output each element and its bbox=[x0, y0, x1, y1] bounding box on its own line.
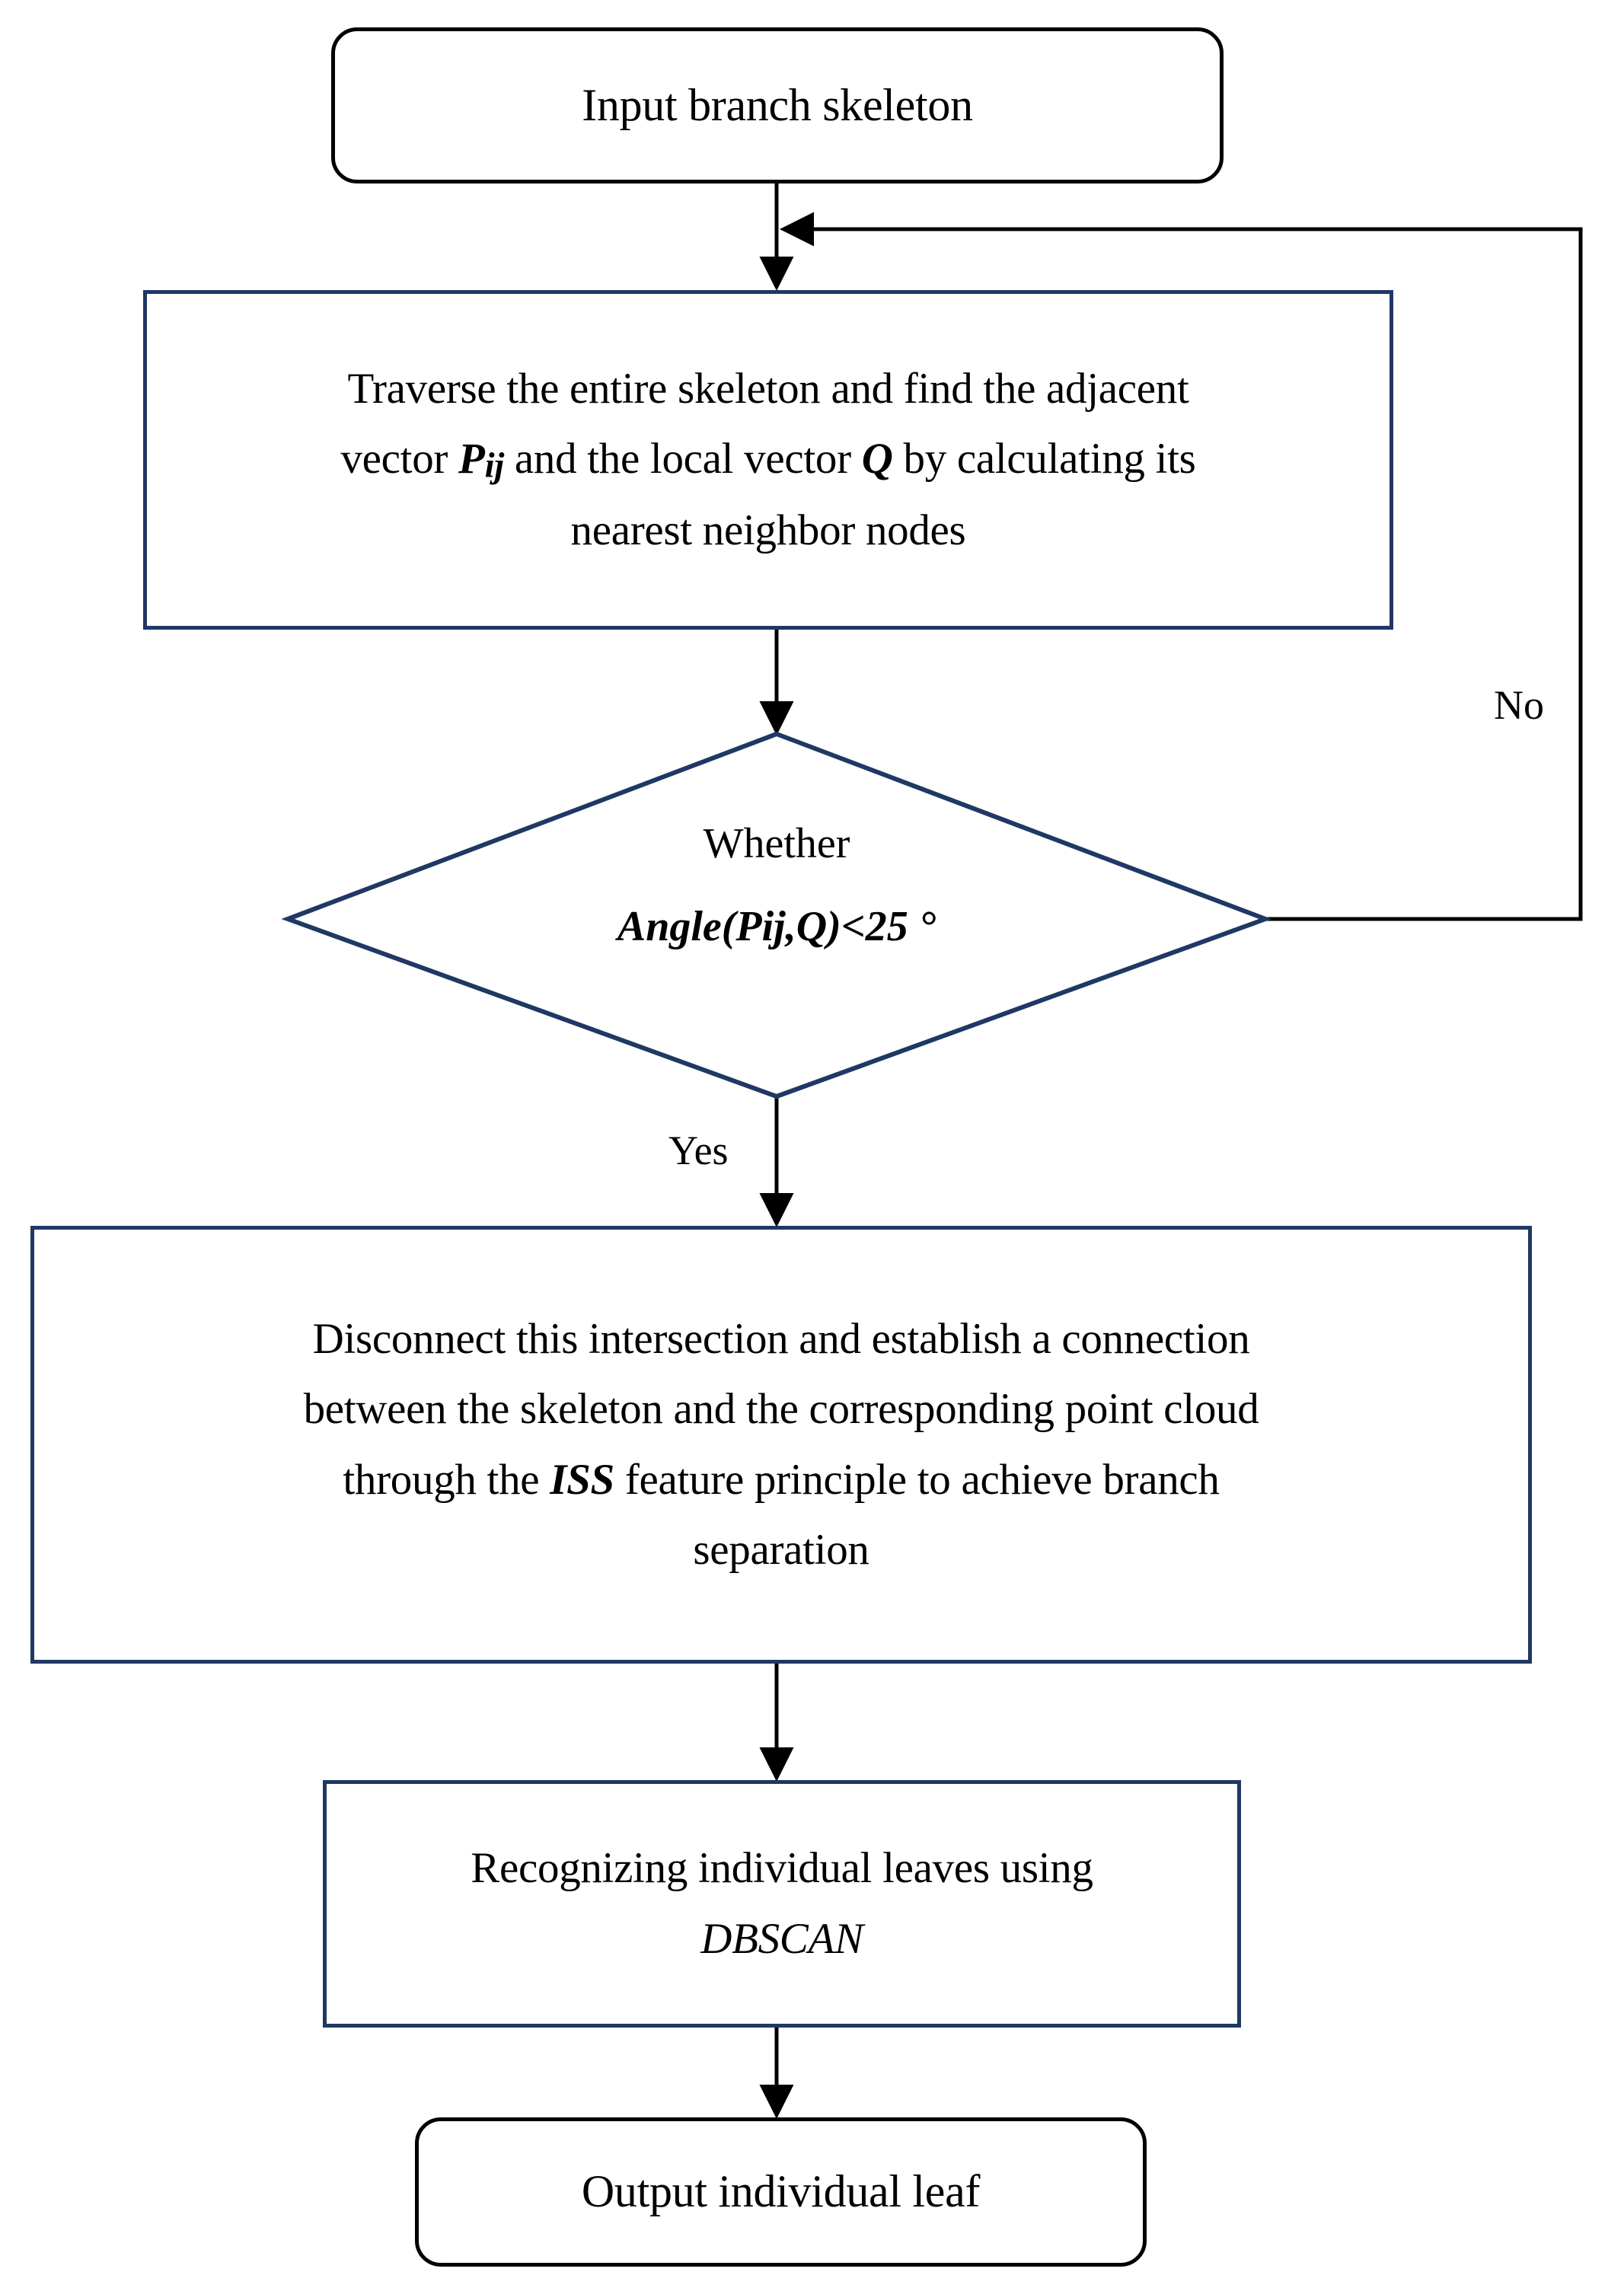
traverse-symbol-p: P bbox=[458, 435, 485, 483]
node-output-individual-leaf[interactable]: Output individual leaf bbox=[415, 2117, 1147, 2267]
traverse-line-1: Traverse the entire skeleton and find th… bbox=[347, 365, 1189, 413]
decision-label-line-1: Whether bbox=[703, 820, 850, 867]
node-decision-whether-angle[interactable]: Whether Angle(Pij,Q)<25 ° bbox=[396, 818, 1157, 952]
node-output-label: Output individual leaf bbox=[581, 2166, 981, 2217]
node-input-label: Input branch skeleton bbox=[582, 79, 973, 130]
traverse-line-2-c: by calculating its bbox=[892, 435, 1196, 483]
traverse-line-2-a: vector bbox=[340, 435, 459, 483]
dbscan-line-1: Recognizing individual leaves using bbox=[471, 1844, 1093, 1893]
node-recognize-dbscan[interactable]: Recognizing individual leaves using DBSC… bbox=[323, 1780, 1241, 2028]
decision-diamond-shape bbox=[281, 731, 1272, 1099]
dbscan-symbol: DBSCAN bbox=[700, 1914, 863, 1963]
traverse-symbol-p-subscript: ij bbox=[484, 445, 505, 486]
edge-label-no: No bbox=[1494, 682, 1544, 728]
node-traverse-label: Traverse the entire skeleton and find th… bbox=[319, 354, 1217, 566]
node-dbscan-label: Recognizing individual leaves using DBSC… bbox=[449, 1833, 1114, 1974]
connector-decision-no-feedback bbox=[780, 212, 1583, 921]
disconnect-line-3-a: through the bbox=[343, 1455, 550, 1504]
node-disconnect-label: Disconnect this intersection and establi… bbox=[282, 1304, 1281, 1585]
traverse-symbol-q: Q bbox=[861, 435, 893, 483]
node-disconnect-intersection[interactable]: Disconnect this intersection and establi… bbox=[30, 1226, 1532, 1664]
node-input-branch-skeleton[interactable]: Input branch skeleton bbox=[331, 27, 1224, 183]
edge-label-yes: Yes bbox=[668, 1128, 729, 1173]
decision-label-line-2: Angle(Pij,Q)<25 ° bbox=[617, 903, 936, 951]
disconnect-line-3-b: feature principle to achieve branch bbox=[614, 1455, 1220, 1504]
disconnect-line-2: between the skeleton and the correspondi… bbox=[303, 1385, 1259, 1434]
disconnect-symbol-iss: ISS bbox=[550, 1455, 614, 1504]
disconnect-line-4: separation bbox=[693, 1525, 869, 1574]
node-traverse-skeleton[interactable]: Traverse the entire skeleton and find th… bbox=[143, 290, 1393, 630]
traverse-line-2-b: and the local vector bbox=[503, 435, 862, 483]
disconnect-line-1: Disconnect this intersection and establi… bbox=[312, 1314, 1250, 1363]
traverse-line-3: nearest neighbor nodes bbox=[570, 506, 966, 554]
